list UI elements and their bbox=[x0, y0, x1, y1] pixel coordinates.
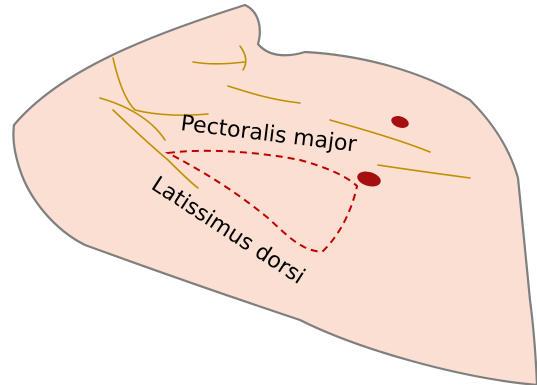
torso-silhouette bbox=[13, 5, 537, 385]
